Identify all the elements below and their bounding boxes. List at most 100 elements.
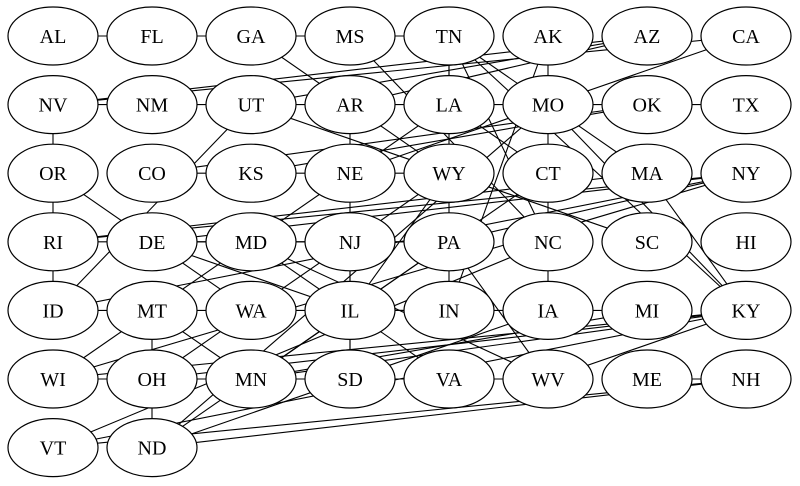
node-ellipse xyxy=(106,349,198,409)
node-ellipse xyxy=(502,349,594,409)
node-label: IA xyxy=(537,300,559,322)
node-wi: WI xyxy=(7,349,99,409)
node-fl: FL xyxy=(106,6,198,66)
node-ellipse xyxy=(7,143,99,203)
node-ellipse xyxy=(304,280,396,340)
node-ellipse xyxy=(7,349,99,409)
node-az: AZ xyxy=(601,6,693,66)
node-ellipse xyxy=(700,280,792,340)
node-ellipse xyxy=(403,74,495,135)
node-label: DE xyxy=(139,232,166,254)
node-nh: NH xyxy=(700,349,792,409)
node-label: AK xyxy=(534,26,563,48)
node-ut: UT xyxy=(205,74,297,135)
node-ms: MS xyxy=(304,6,396,66)
node-ks: KS xyxy=(205,143,297,203)
node-ellipse xyxy=(106,6,198,66)
node-al: AL xyxy=(7,6,99,66)
node-ellipse xyxy=(304,143,396,203)
node-nc: NC xyxy=(502,212,594,272)
node-ellipse xyxy=(403,212,495,272)
node-ellipse xyxy=(700,143,792,203)
node-va: VA xyxy=(403,349,495,409)
node-ellipse xyxy=(403,280,495,340)
node-hi: HI xyxy=(700,212,792,272)
node-ellipse xyxy=(403,6,495,66)
node-ellipse xyxy=(700,212,792,272)
node-label: NC xyxy=(534,232,562,254)
node-ma: MA xyxy=(601,143,693,203)
node-label: NY xyxy=(732,163,761,185)
node-label: OK xyxy=(633,95,662,117)
edge-tn-ky xyxy=(448,35,747,311)
node-id: ID xyxy=(7,280,99,340)
node-label: SD xyxy=(337,369,363,391)
node-ellipse xyxy=(205,6,297,66)
node-ellipse xyxy=(601,349,693,409)
node-label: LA xyxy=(436,95,463,117)
node-label: MN xyxy=(235,369,267,391)
node-ellipse xyxy=(7,280,99,340)
node-label: IL xyxy=(341,300,360,322)
node-ellipse xyxy=(205,212,297,272)
node-ellipse xyxy=(502,74,594,135)
node-label: NE xyxy=(337,163,364,185)
node-ellipse xyxy=(601,280,693,340)
node-nd: ND xyxy=(106,418,198,478)
node-ellipse xyxy=(106,418,198,478)
node-ellipse xyxy=(106,212,198,272)
node-ellipse xyxy=(502,212,594,272)
edge-ny-pa xyxy=(448,172,747,243)
node-or: OR xyxy=(7,143,99,203)
node-label: AZ xyxy=(634,26,661,48)
node-label: MD xyxy=(235,232,267,254)
node-label: ID xyxy=(42,300,63,322)
node-nv: NV xyxy=(7,74,99,135)
node-ellipse xyxy=(205,143,297,203)
node-label: MI xyxy=(635,300,659,322)
node-ellipse xyxy=(7,418,99,478)
node-label: NJ xyxy=(339,232,361,254)
node-ri: RI xyxy=(7,212,99,272)
node-pa: PA xyxy=(403,212,495,272)
node-label: AR xyxy=(336,95,364,117)
node-label: NV xyxy=(39,95,68,117)
node-ky: KY xyxy=(700,280,792,340)
node-ellipse xyxy=(700,6,792,66)
node-mn: MN xyxy=(205,349,297,409)
node-label: MA xyxy=(631,163,664,185)
node-oh: OH xyxy=(106,349,198,409)
node-label: IN xyxy=(438,300,459,322)
node-ellipse xyxy=(601,74,693,135)
node-ellipse xyxy=(502,6,594,66)
node-ellipse xyxy=(304,212,396,272)
node-label: OR xyxy=(39,163,67,185)
node-ny: NY xyxy=(700,143,792,203)
node-label: PA xyxy=(437,232,461,254)
node-wa: WA xyxy=(205,280,297,340)
node-md: MD xyxy=(205,212,297,272)
node-mo: MO xyxy=(502,74,594,135)
node-label: GA xyxy=(237,26,266,48)
node-ca: CA xyxy=(700,6,792,66)
node-ellipse xyxy=(304,6,396,66)
node-ak: AK xyxy=(502,6,594,66)
node-tx: TX xyxy=(700,74,792,135)
node-vt: VT xyxy=(7,418,99,478)
node-label: ME xyxy=(632,369,662,391)
node-ellipse xyxy=(7,6,99,66)
node-ellipse xyxy=(106,280,198,340)
node-ellipse xyxy=(205,74,297,135)
node-ellipse xyxy=(601,143,693,203)
node-ellipse xyxy=(403,349,495,409)
node-ellipse xyxy=(601,212,693,272)
node-ellipse xyxy=(205,349,297,409)
node-label: VT xyxy=(40,438,67,460)
node-label: SC xyxy=(635,232,659,254)
node-ellipse xyxy=(106,74,198,135)
node-ga: GA xyxy=(205,6,297,66)
node-label: HI xyxy=(735,232,756,254)
node-label: TN xyxy=(436,26,463,48)
